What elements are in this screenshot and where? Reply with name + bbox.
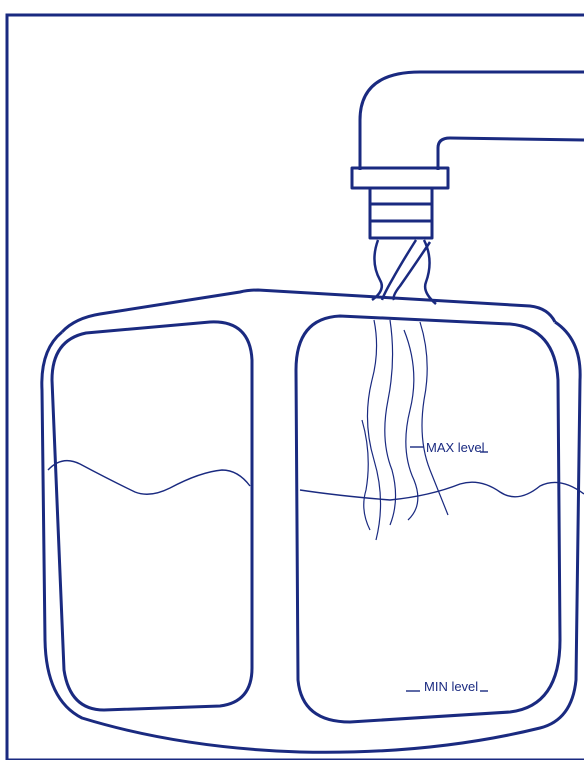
tank-outer-body [42,322,580,752]
max-level-label: MAX level [426,440,485,455]
tank-right-panel [296,316,560,722]
water-stream [372,240,436,304]
water-flow-lines [362,320,448,540]
tank-top-edge [62,290,555,332]
tank-left-panel [52,322,252,710]
water-surface-right [300,482,584,500]
min-level-label: MIN level [424,679,478,694]
faucet-nut [352,168,448,188]
faucet-nozzle [370,188,432,238]
water-surface-left [48,461,250,495]
faucet [352,72,584,238]
